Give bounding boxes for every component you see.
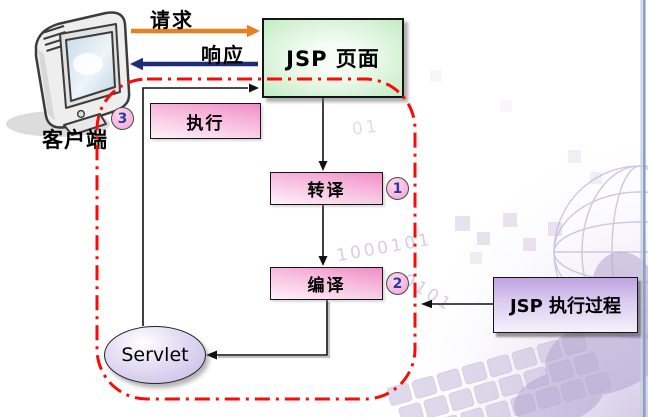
digits-watermark: 01 [350,116,381,140]
client-label: 客户端 [42,128,108,152]
process-title-label: JSP 执行过程 [509,296,622,317]
flow-compile-to-servlet [206,300,328,360]
flow-translate-to-compile [318,205,328,266]
edge-accent-line [643,0,646,417]
compile-node: 编译 [270,267,383,300]
request-label: 请求 [150,8,194,32]
process-title-node: JSP 执行过程 [493,277,638,333]
jsp-page-label: JSP 页面 [286,47,380,71]
jsp-page-node: JSP 页面 [262,18,404,98]
step-2-number: 2 [392,275,403,292]
step-3-badge: 3 [111,107,134,130]
translate-label: 转译 [307,181,346,201]
servlet-label: Servlet [121,344,189,366]
edge-accent-light [640,0,643,417]
step-1-number: 1 [392,180,403,197]
flow-shadow [218,302,331,359]
response-label: 响应 [201,43,245,67]
flow-jsp-to-translate [318,98,328,171]
digits-watermark: 1000101 [334,229,434,267]
execute-label: 执行 [186,113,225,134]
translate-node: 转译 [270,172,383,205]
servlet-node: Servlet [104,326,206,384]
step-3-number: 3 [117,110,128,127]
step-1-badge: 1 [386,177,409,200]
compile-label: 编译 [307,276,346,296]
digits-watermark: 0101 [398,269,457,317]
execute-node: 执行 [150,103,261,139]
step-2-badge: 2 [386,272,409,295]
mosaic-squares [430,70,602,264]
